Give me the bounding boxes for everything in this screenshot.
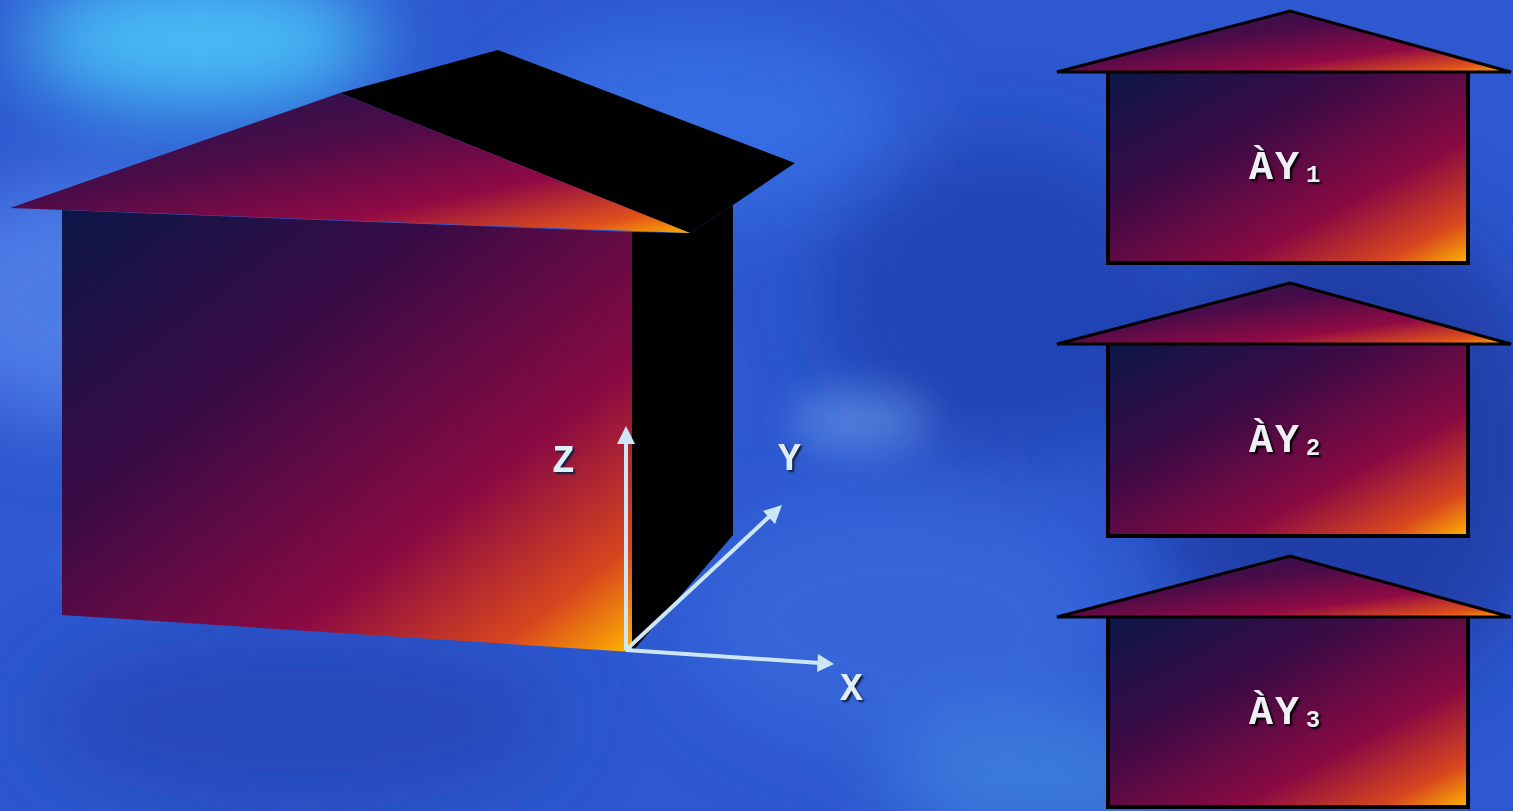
- house-outline: [1055, 553, 1513, 809]
- y-axis: [626, 514, 772, 650]
- house-box: ÀY₂: [1055, 280, 1513, 538]
- house-box: ÀY₃: [1055, 553, 1513, 809]
- axis-label: X: [840, 668, 863, 711]
- axes: [617, 426, 834, 672]
- house-illustration: [10, 50, 795, 652]
- house-roof: [1057, 283, 1511, 344]
- house-body-area: ÀY₂: [1108, 344, 1468, 538]
- house-outline: [1055, 8, 1513, 265]
- axis-label: Z: [552, 440, 575, 483]
- house-body: [1108, 342, 1468, 536]
- house-front-wall: [62, 210, 632, 652]
- house-box: ÀY₁: [1055, 8, 1513, 265]
- house-roof: [1057, 11, 1511, 72]
- arrowhead: [617, 426, 635, 444]
- house-label: ÀY₂: [1249, 419, 1327, 464]
- house-label: ÀY₁: [1249, 146, 1327, 191]
- house-side-wall: [632, 205, 733, 652]
- arrowhead: [817, 654, 834, 672]
- house-roof: [1057, 556, 1511, 617]
- house-body-area: ÀY₃: [1108, 617, 1468, 809]
- x-axis: [626, 650, 820, 663]
- arrowhead: [763, 505, 782, 524]
- z-axis: [624, 440, 628, 650]
- house-body-area: ÀY₁: [1108, 72, 1468, 265]
- house-label: ÀY₃: [1249, 691, 1327, 736]
- house-outline: [1055, 280, 1513, 538]
- house-roof-front: [10, 93, 690, 233]
- axis-label: Y: [778, 438, 801, 481]
- house-body: [1108, 70, 1468, 263]
- house-body: [1108, 615, 1468, 807]
